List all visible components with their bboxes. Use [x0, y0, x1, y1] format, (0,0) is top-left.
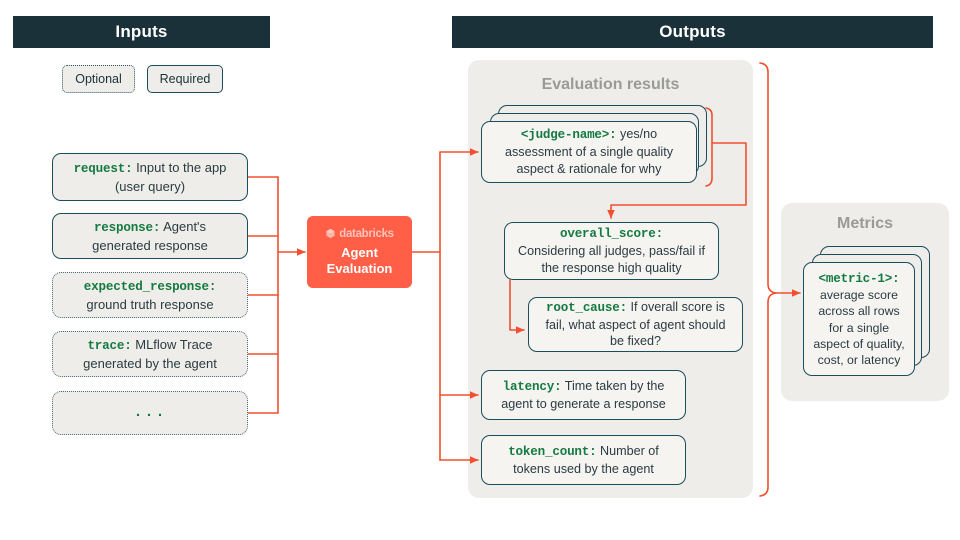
output-key-root-cause: root_cause:: [546, 300, 627, 315]
agent-evaluation-label: Agent Evaluation: [327, 245, 393, 276]
input-desc-request: Input to the app (user query): [114, 159, 227, 194]
databricks-brand: databricks: [325, 228, 394, 240]
output-desc-metric-1: average score across all rows for a sing…: [813, 288, 905, 368]
input-card-more[interactable]: ...: [52, 391, 248, 435]
input-desc-expected-response: ground truth response: [86, 296, 214, 312]
outputs-header: Outputs: [452, 16, 933, 48]
output-desc-root-cause: If overall score is fail, what aspect of…: [545, 299, 726, 349]
output-card-latency[interactable]: latency: Time taken by the agent to gene…: [481, 370, 686, 420]
output-key-overall-score: overall_score:: [559, 227, 663, 242]
output-desc-latency: Time taken by the agent to generate a re…: [501, 378, 666, 411]
output-desc-overall-score: Considering all judges, pass/fail if the…: [518, 244, 705, 275]
input-card-request[interactable]: request: Input to the app (user query): [52, 153, 248, 201]
databricks-wordmark: databricks: [339, 227, 394, 240]
input-desc-response: Agent's generated response: [92, 218, 208, 253]
output-card-token-count[interactable]: token_count: Number of tokens used by th…: [481, 435, 686, 485]
legend-required: Required: [147, 65, 223, 93]
output-key-metric-1: <metric-1>:: [818, 271, 900, 286]
output-card-root-cause[interactable]: root_cause: If overall score is fail, wh…: [528, 297, 743, 352]
output-card-overall-score[interactable]: overall_score: Considering all judges, p…: [504, 222, 719, 280]
input-card-expected-response[interactable]: expected_response: ground truth response: [52, 272, 248, 318]
legend-optional: Optional: [62, 65, 135, 93]
output-key-latency: latency:: [502, 379, 562, 394]
agent-eval-line1: Agent: [341, 244, 378, 260]
output-card-judge-name[interactable]: <judge-name>: yes/no assessment of a sin…: [481, 121, 697, 183]
output-card-metric-1[interactable]: <metric-1>: average score across all row…: [803, 262, 915, 376]
input-ellipsis: ...: [133, 403, 167, 421]
agent-eval-line2: Evaluation: [326, 260, 393, 276]
input-key-request: request:: [73, 161, 133, 176]
input-key-response: response:: [93, 220, 161, 235]
agent-evaluation-block[interactable]: databricks Agent Evaluation: [307, 216, 412, 288]
input-key-expected-response: expected_response:: [83, 279, 217, 294]
input-card-response[interactable]: response: Agent's generated response: [52, 213, 248, 259]
input-desc-trace: MLflow Trace generated by the agent: [83, 336, 217, 371]
output-desc-token-count: Number of tokens used by the agent: [513, 443, 659, 476]
evaluation-results-title: Evaluation results: [541, 76, 680, 93]
output-key-token-count: token_count:: [508, 444, 597, 459]
input-key-trace: trace:: [87, 338, 132, 353]
input-card-trace[interactable]: trace: MLflow Trace generated by the age…: [52, 331, 248, 377]
databricks-logo-icon: [326, 229, 335, 239]
metrics-title: Metrics: [836, 215, 894, 232]
inputs-header: Inputs: [13, 16, 270, 48]
output-key-judge-name: <judge-name>:: [520, 128, 617, 143]
